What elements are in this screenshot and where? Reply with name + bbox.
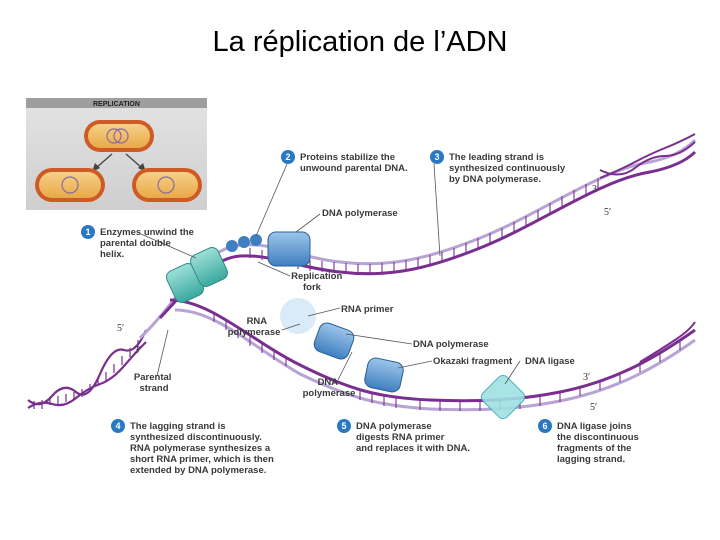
step-1-text: Enzymes unwind the parental double helix… [100, 227, 197, 260]
label-rna-primer: RNA primer [341, 304, 394, 315]
svg-text:5: 5 [341, 421, 346, 431]
svg-text:3: 3 [434, 152, 439, 162]
label-dna-polymerase-mid: DNA polymerase [413, 339, 489, 350]
end-label-low-3: 3′ [583, 372, 590, 383]
lagging-new-strand [174, 308, 696, 412]
ssb-proteins [226, 234, 262, 252]
end-label-top-5: 5′ [604, 207, 611, 218]
label-okazaki-fragment: Okazaki fragment [433, 356, 513, 367]
lower-helix [639, 321, 696, 363]
step-5-text: DNA polymerase digests RNA primer and re… [356, 421, 470, 454]
daughter-cell-right [132, 168, 202, 202]
svg-text:6: 6 [542, 421, 547, 431]
step-marker-4: 4 [111, 419, 125, 433]
page-title: La réplication de l’ADN [212, 26, 508, 58]
division-arrow-left [95, 153, 113, 169]
label-replication-fork: Replication fork [291, 271, 345, 293]
end-label-low-5: 5′ [590, 402, 597, 413]
helicase-enzyme [166, 247, 228, 303]
inset-panel: REPLICATION [26, 98, 207, 210]
daughter-cell-left [35, 168, 105, 202]
division-arrow-right [125, 153, 143, 169]
label-parental-strand: Parental strand [134, 372, 174, 394]
step-6-text: DNA ligase joins the discontinuous fragm… [557, 421, 641, 465]
step-marker-3: 3 [430, 150, 444, 164]
svg-text:4: 4 [115, 421, 120, 431]
rna-primer-glow [280, 298, 316, 334]
lagging-template-strand [169, 298, 696, 403]
dna-polymerase-leading [267, 231, 311, 267]
step-marker-6: 6 [538, 419, 552, 433]
dna-polymerase-lagging [313, 322, 355, 360]
leading-new-strand [158, 150, 697, 320]
label-dna-polymerase-low: DNA polymerase [303, 377, 356, 399]
step-marker-1: 1 [81, 225, 95, 239]
step-marker-5: 5 [337, 419, 351, 433]
dna-ligase-enzyme [480, 374, 526, 420]
svg-text:2: 2 [285, 152, 290, 162]
step-marker-2: 2 [281, 150, 295, 164]
end-label-left-5: 5′ [117, 323, 124, 334]
step-3-text: The leading strand is synthesized contin… [449, 152, 568, 185]
step-2-text: Proteins stabilize the unwound parental … [300, 152, 408, 174]
leading-template-strand [138, 138, 697, 340]
label-dna-ligase: DNA ligase [525, 356, 575, 367]
dna-polymerase-okazaki [364, 357, 404, 393]
parent-cell [84, 120, 154, 152]
parental-double-helix [27, 329, 148, 409]
step-4-text: The lagging strand is synthesized discon… [130, 421, 276, 476]
leader-lines [140, 163, 521, 385]
end-label-top-3: 3′ [592, 184, 599, 195]
end-label-left-3: 3′ [134, 345, 141, 356]
svg-text:1: 1 [85, 227, 90, 237]
inset-label: REPLICATION [93, 101, 140, 108]
upper-helix [599, 133, 696, 179]
label-rna-polymerase: RNA polymerase [228, 316, 281, 338]
label-dna-polymerase-top: DNA polymerase [322, 208, 398, 219]
